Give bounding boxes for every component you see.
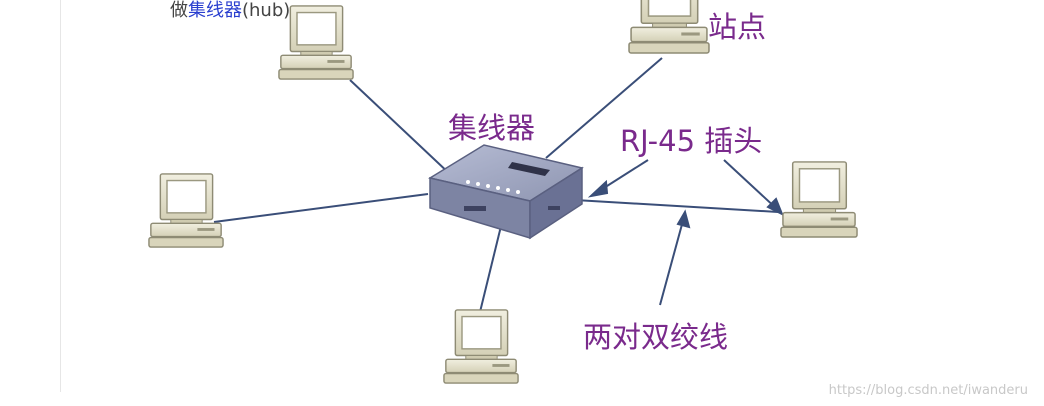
- caption-suffix: (hub): [242, 0, 291, 21]
- cable-bottom: [479, 221, 503, 313]
- computer-bottom: [443, 309, 519, 384]
- computer-left: [148, 173, 224, 248]
- station-label: 站点: [708, 10, 767, 44]
- hub-device: [428, 144, 584, 240]
- cable-right: [574, 199, 779, 213]
- caption-prefix: 做: [170, 0, 188, 21]
- page-divider: [60, 0, 61, 392]
- arrowhead-rj45-station: [766, 197, 784, 217]
- cable-lines: [213, 57, 779, 313]
- computer-right: [780, 161, 858, 238]
- hub-label: 集线器: [448, 111, 536, 145]
- arrowhead-twisted-pair: [676, 209, 691, 229]
- rj45-label: RJ-45 插头: [620, 124, 763, 158]
- annotation-arrows: [587, 159, 784, 306]
- arrowhead-rj45-hub: [587, 179, 609, 198]
- computer-top-left: [278, 5, 354, 80]
- computer-top-right: [628, 0, 710, 54]
- cable-top-left: [349, 79, 453, 177]
- twisted-pair-label: 两对双绞线: [583, 320, 729, 354]
- cable-left: [213, 193, 429, 223]
- cable-top-right: [545, 57, 663, 159]
- watermark-text: https://blog.csdn.net/iwanderu: [828, 383, 1028, 398]
- arrow-rj45-to-station: [723, 159, 779, 211]
- caption-text: 做集线器(hub): [170, 0, 290, 22]
- arrow-twisted-pair: [659, 216, 685, 306]
- caption-link[interactable]: 集线器: [188, 0, 242, 21]
